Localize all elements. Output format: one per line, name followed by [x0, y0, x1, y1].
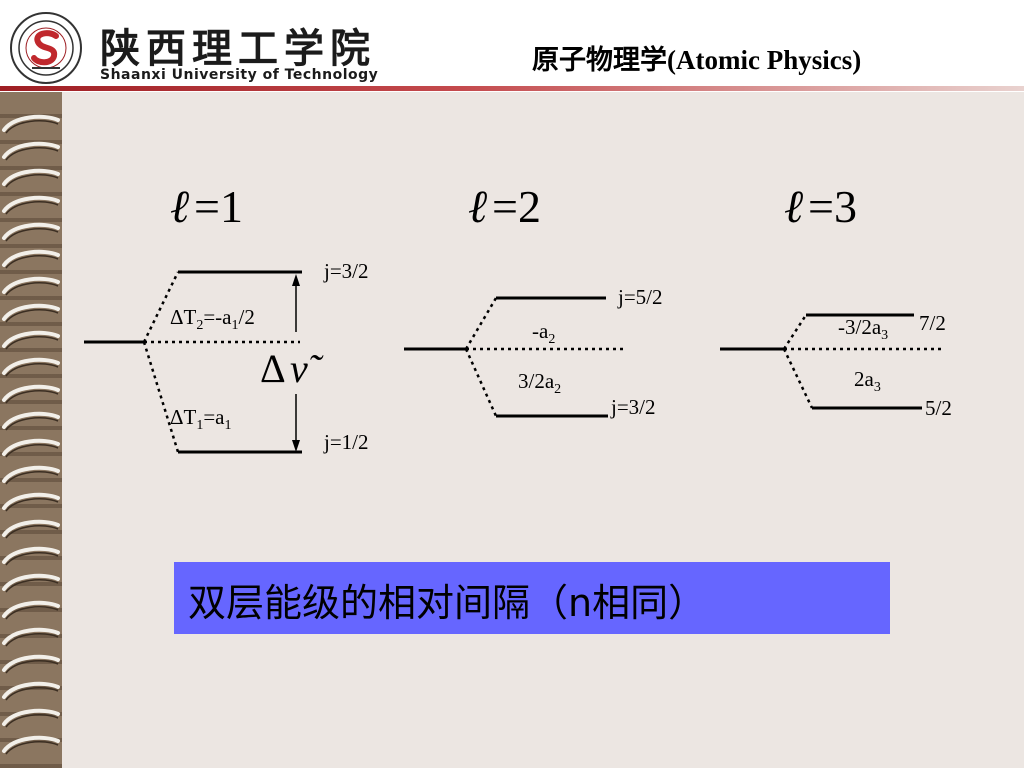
l1-title-value: =1: [194, 181, 243, 232]
spiral-coil-shadow: [5, 471, 59, 485]
energy-level-diagram: ℓ =1 j=3/2 j=1/2 ΔT2=-a1/2 ΔT1=a1 Δ ν̃ ℓ…: [84, 181, 952, 454]
l1-delta-symbol: Δ: [260, 346, 286, 391]
spiral-coil-shadow: [5, 282, 59, 296]
spiral-coil-shadow: [5, 120, 59, 134]
spiral-coil-shadow: [5, 633, 59, 647]
university-logo-icon: [10, 12, 82, 84]
l2-shift-up-label: -a2: [532, 319, 555, 347]
spiral-coil-shadow: [5, 606, 59, 620]
l3-title-value: =3: [808, 181, 857, 232]
spiral-binding-icon: [2, 114, 60, 755]
l1-connector-up: [142, 271, 180, 343]
university-name-cn: 陕西理工学院: [100, 25, 376, 72]
spiral-coil: [2, 114, 60, 132]
spiral-coil-shadow: [5, 336, 59, 350]
spiral-coil: [2, 681, 60, 699]
spiral-coil: [2, 195, 60, 213]
spiral-coil-shadow: [5, 174, 59, 188]
spiral-coil: [2, 303, 60, 321]
spiral-coil: [2, 465, 60, 483]
spiral-coil-shadow: [5, 714, 59, 728]
spiral-coil: [2, 222, 60, 240]
l1-connector-down: [142, 341, 180, 453]
l2-group: ℓ =2 j=5/2 j=3/2 -a2 3/2a2: [404, 181, 663, 419]
spiral-binding-sidebar: [0, 92, 62, 768]
l1-dT1-label: ΔT1=a1: [170, 405, 232, 433]
spiral-coil: [2, 249, 60, 267]
spiral-coil: [2, 546, 60, 564]
l3-group: ℓ =3 7/2 5/2 -3/2a3 2a3: [720, 181, 952, 420]
l3-lower-j-label: 5/2: [925, 396, 952, 420]
l2-lower-j-label: j=3/2: [610, 395, 656, 419]
spiral-coil: [2, 600, 60, 618]
l1-title-symbol: ℓ: [170, 181, 190, 232]
spiral-coil-shadow: [5, 147, 59, 161]
l2-connector-up: [464, 297, 498, 350]
university-name-en: Shaanxi University of Technology: [100, 67, 379, 83]
l3-upper-j-label: 7/2: [919, 311, 946, 335]
summary-banner-text: 双层能级的相对间隔（n相同）: [188, 581, 707, 625]
spiral-coil-shadow: [5, 390, 59, 404]
spiral-coil: [2, 330, 60, 348]
l1-lower-j-label: j=1/2: [323, 430, 369, 454]
spiral-coil-shadow: [5, 687, 59, 701]
spiral-coil-shadow: [5, 309, 59, 323]
spiral-coil: [2, 573, 60, 591]
l2-title-value: =2: [492, 181, 541, 232]
spiral-coil-shadow: [5, 498, 59, 512]
l1-arrow-up-head: [292, 274, 300, 286]
spiral-coil: [2, 384, 60, 402]
spiral-coil: [2, 141, 60, 159]
spiral-coil-shadow: [5, 525, 59, 539]
summary-banner: 双层能级的相对间隔（n相同）: [174, 562, 890, 634]
spiral-coil-shadow: [5, 444, 59, 458]
spiral-coil: [2, 654, 60, 672]
spiral-coil: [2, 492, 60, 510]
spiral-coil: [2, 411, 60, 429]
spiral-coil: [2, 438, 60, 456]
spiral-coil-shadow: [5, 228, 59, 242]
l2-shift-down-label: 3/2a2: [518, 369, 561, 397]
spiral-coil-shadow: [5, 552, 59, 566]
l3-connector-up: [782, 314, 808, 350]
spiral-coil: [2, 708, 60, 726]
spiral-coil: [2, 627, 60, 645]
spiral-coil: [2, 519, 60, 537]
spiral-coil-shadow: [5, 201, 59, 215]
l3-title-symbol: ℓ: [784, 181, 804, 232]
spiral-coil-shadow: [5, 417, 59, 431]
l2-title-symbol: ℓ: [468, 181, 488, 232]
spiral-coil: [2, 276, 60, 294]
l3-connector-down: [782, 348, 814, 409]
l1-dT2-label: ΔT2=-a1/2: [170, 305, 255, 333]
spiral-coil-shadow: [5, 363, 59, 377]
spiral-coil: [2, 357, 60, 375]
slide-header: 陕西理工学院 Shaanxi University of Technology …: [0, 0, 1024, 92]
l2-connector-down: [464, 348, 498, 417]
spiral-coil-shadow: [5, 741, 59, 755]
header-divider: [0, 86, 1024, 91]
l3-shift-up-label: -3/2a3: [838, 315, 888, 343]
spiral-coil: [2, 168, 60, 186]
l1-arrow-down-head: [292, 440, 300, 452]
slide-content-area: [62, 92, 1024, 768]
spiral-coil-shadow: [5, 255, 59, 269]
l1-nu-symbol: ν̃: [290, 346, 324, 391]
spiral-coil: [2, 735, 60, 753]
l1-upper-j-label: j=3/2: [323, 259, 369, 283]
spiral-coil-shadow: [5, 660, 59, 674]
spiral-coil-shadow: [5, 579, 59, 593]
l3-shift-down-label: 2a3: [854, 367, 881, 395]
l1-group: ℓ =1 j=3/2 j=1/2 ΔT2=-a1/2 ΔT1=a1 Δ ν̃: [84, 181, 369, 454]
course-title: 原子物理学(Atomic Physics): [532, 45, 862, 75]
l2-upper-j-label: j=5/2: [617, 285, 663, 309]
